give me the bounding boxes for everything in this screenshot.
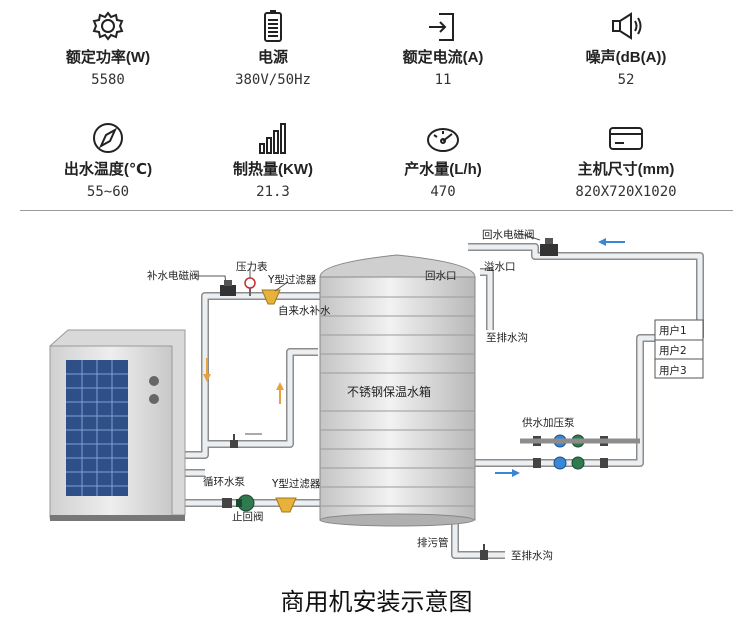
shutoff-valve [230, 434, 238, 448]
installation-diagram: 补水电磁阀 压力表 Y型过滤器 自来水补水 回水电磁阀 回水口 溢水口 至排水沟… [49, 228, 704, 562]
spec-label: 电源 [257, 49, 288, 66]
label-tank: 不锈钢保温水箱 [347, 384, 431, 399]
label-user-3: 用户3 [659, 364, 687, 377]
y-filter-bottom [275, 497, 297, 513]
current-icon [429, 13, 454, 41]
label-user-1: 用户1 [659, 324, 687, 337]
stainless-water-tank [319, 254, 476, 527]
label-booster-pump: 供水加压泵 [522, 416, 575, 429]
card-icon [609, 127, 643, 150]
spec-label: 出水温度(℃) [63, 161, 153, 178]
spec-label: 主机尺寸(mm) [577, 161, 675, 178]
return-solenoid-valve [540, 238, 558, 256]
booster-pump-lower [533, 456, 608, 470]
label-y-filter-top: Y型过滤器 [267, 273, 317, 286]
spec-value: 55~60 [86, 184, 130, 200]
flow-arrow-right-blue [495, 469, 520, 477]
label-circulation-pump: 循环水泵 [203, 475, 245, 488]
spec-value: 820X720X1020 [575, 184, 677, 200]
check-valve [222, 498, 232, 508]
label-return-port: 回水口 [425, 270, 457, 282]
label-overflow-port: 溢水口 [484, 260, 516, 273]
label-sewage-pipe: 排污管 [417, 536, 449, 549]
spec-value: 380V/50Hz [235, 72, 311, 88]
drain-valve [480, 544, 488, 560]
flow-arrows [203, 238, 625, 477]
spec-label: 制热量(KW) [233, 161, 313, 178]
spec-value: 52 [617, 72, 635, 88]
battery-icon [264, 10, 282, 42]
spec-label: 噪声(dB(A)) [585, 49, 667, 66]
compass-icon [93, 123, 123, 153]
makeup-solenoid-valve [220, 280, 236, 296]
label-y-filter-bottom: Y型过滤器 [271, 477, 321, 490]
spec-value: 11 [434, 72, 452, 88]
label-pressure-gauge: 压力表 [236, 260, 268, 273]
y-filter-top [261, 289, 281, 305]
spec-value: 470 [430, 184, 456, 200]
flow-arrow-left-blue [598, 238, 625, 246]
speaker-icon [612, 12, 642, 40]
label-tap-water: 自来水补水 [278, 304, 331, 317]
user-outlets [654, 319, 704, 379]
flow-arrow-up-orange [276, 382, 284, 404]
spec-value: 21.3 [256, 184, 290, 200]
label-to-drain-bottom: 至排水沟 [511, 549, 553, 562]
label-makeup-valve: 补水电磁阀 [147, 269, 200, 282]
label-return-valve: 回水电磁阀 [482, 228, 535, 241]
fittings [220, 238, 640, 560]
label-check-valve: 止回阀 [232, 510, 264, 523]
label-user-2: 用户2 [659, 344, 687, 357]
spec-label: 额定电流(A) [402, 49, 484, 66]
gauge-icon [427, 128, 459, 152]
heat-pump-unit [49, 329, 186, 521]
spec-label: 产水量(L/h) [404, 161, 482, 178]
circulation-pump [236, 494, 255, 512]
flow-arrow-down-orange [203, 358, 211, 382]
section-divider [20, 210, 733, 211]
bar-chart-icon [259, 123, 286, 154]
spec-value: 5580 [91, 72, 125, 88]
diagram-caption: 商用机安装示意图 [280, 589, 473, 616]
spec-label: 额定功率(W) [65, 49, 151, 66]
label-to-drain-top: 至排水沟 [486, 331, 528, 344]
gear-icon [92, 11, 124, 41]
